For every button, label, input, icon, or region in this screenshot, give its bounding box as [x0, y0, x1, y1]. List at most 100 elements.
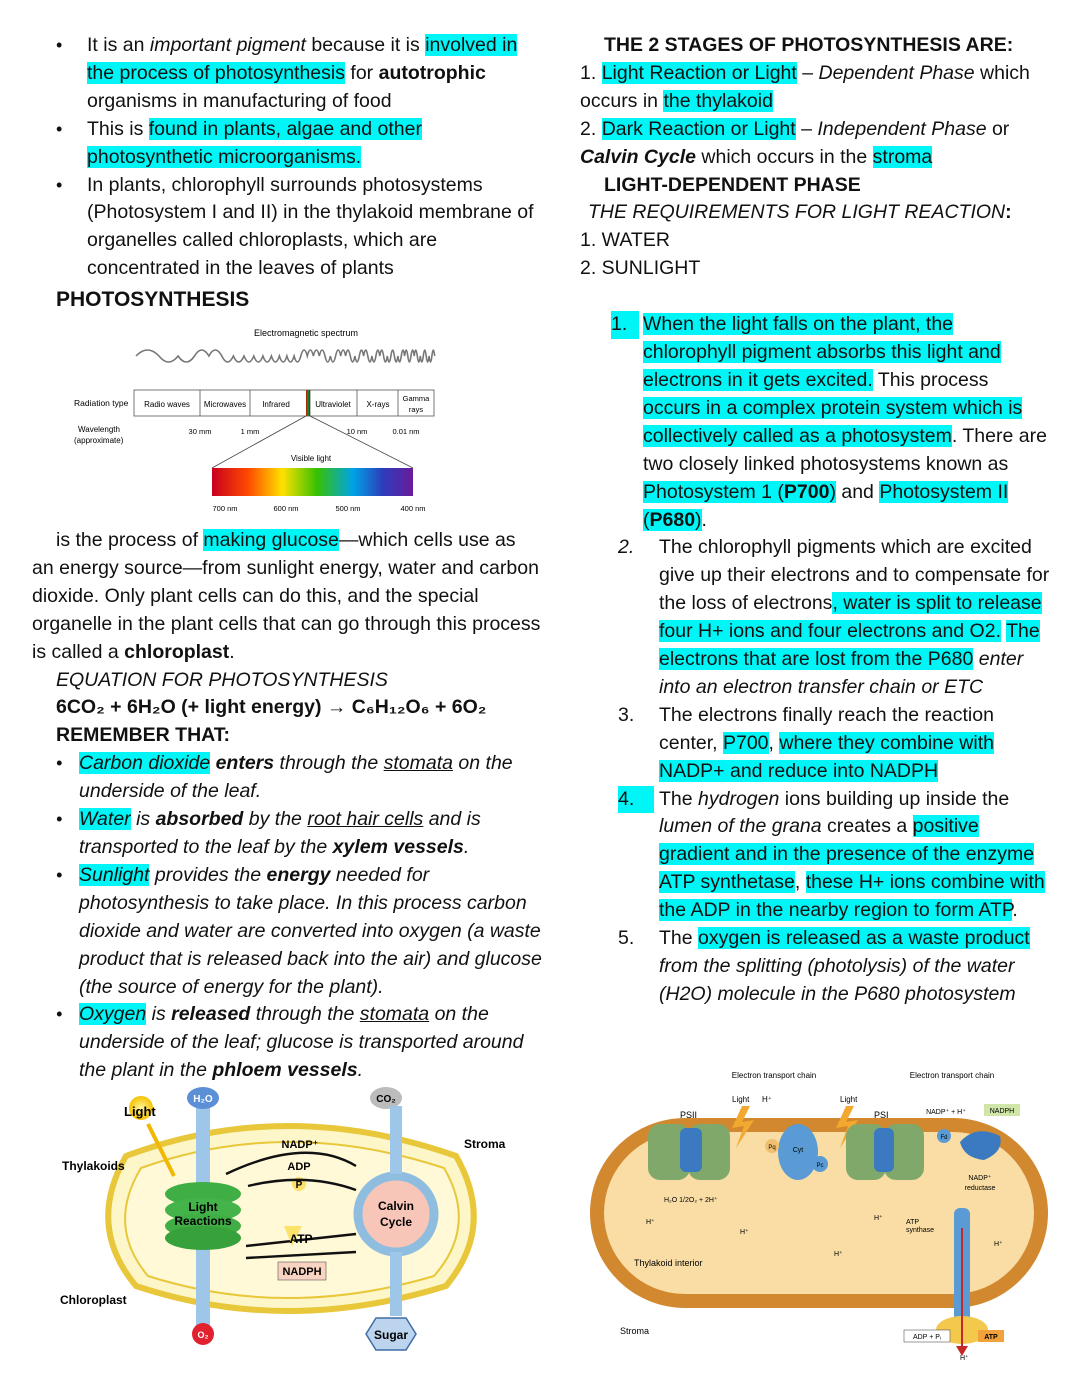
wavelength-label: Wavelength: [78, 425, 120, 434]
definition-paragraph: is the process of making glucose—which c…: [32, 529, 541, 663]
tick-700: 700 nm: [212, 504, 237, 513]
approx-label: (approximate): [74, 436, 124, 445]
remember-title: REMEMBER THAT:: [56, 724, 231, 747]
equation-title: EQUATION FOR PHOTOSYNTHESIS: [56, 668, 388, 691]
rays-label: rays: [409, 405, 423, 414]
thylakoid-membrane-diagram: Electron transport chain Electron transp…: [590, 1071, 1048, 1362]
svg-text:Pc: Pc: [816, 1163, 823, 1169]
photosynthesis-heading: PHOTOSYNTHESIS: [56, 288, 250, 312]
intro-bullet-2: This is found in plants, algae and other…: [32, 116, 542, 172]
svg-text:ATP: ATP: [906, 1219, 919, 1226]
svg-text:NADP⁺ + H⁺: NADP⁺ + H⁺: [926, 1108, 966, 1116]
svg-text:H⁺: H⁺: [960, 1354, 969, 1362]
svg-text:CO₂: CO₂: [376, 1094, 395, 1105]
svg-text:Stroma: Stroma: [620, 1326, 649, 1336]
psii-complex: [648, 1124, 730, 1180]
svg-text:Cyt: Cyt: [793, 1147, 804, 1154]
wl-30mm: 30 mm: [189, 427, 212, 436]
intro-bullet-1: It is an important pigment because it is…: [32, 32, 542, 116]
svg-text:Light: Light: [840, 1095, 858, 1104]
step-3: 3.The electrons finally reach the reacti…: [618, 703, 994, 782]
light-dependent-title: LIGHT-DEPENDENT PHASE: [604, 173, 861, 196]
sun-icon: [129, 1096, 153, 1120]
step-2: 2.The chlorophyll pigments which are exc…: [618, 536, 1050, 698]
svg-text:NADPH: NADPH: [282, 1266, 321, 1278]
requirements-title: THE REQUIREMENTS FOR LIGHT REACTION:: [588, 201, 1012, 224]
svg-text:H⁺: H⁺: [834, 1250, 843, 1258]
wl-10nm: 10 nm: [347, 427, 368, 436]
svg-text:Reactions: Reactions: [174, 1214, 232, 1228]
svg-text:Pq: Pq: [768, 1145, 775, 1151]
wl-001nm: 0.01 nm: [392, 427, 419, 436]
svg-text:ADP: ADP: [287, 1161, 310, 1173]
svg-text:P: P: [296, 1180, 303, 1191]
svg-text:NADP⁺: NADP⁺: [968, 1174, 991, 1182]
gamma-label: Gamma: [403, 394, 431, 403]
stage-2: 2. Dark Reaction or Light – Independent …: [580, 117, 1010, 168]
svg-text:Electron transport chain: Electron transport chain: [910, 1071, 995, 1080]
spectrum-title: Electromagnetic spectrum: [254, 328, 358, 338]
svg-text:H₂O 1/2O₂ + 2H⁺: H₂O 1/2O₂ + 2H⁺: [664, 1196, 718, 1204]
stages-title: THE 2 STAGES OF PHOTOSYNTHESIS ARE:: [604, 34, 1014, 56]
calvin-cycle-icon: [353, 1171, 439, 1257]
wl-1mm: 1 mm: [241, 427, 260, 436]
visible-spectrum-bar: [212, 468, 413, 496]
svg-text:H⁺: H⁺: [740, 1228, 749, 1236]
requirement-sunlight: 2. SUNLIGHT: [580, 257, 701, 280]
svg-text:H⁺: H⁺: [646, 1218, 655, 1226]
svg-text:PSI: PSI: [874, 1110, 889, 1120]
requirement-water: 1. WATER: [580, 229, 670, 252]
svg-text:Light: Light: [188, 1200, 217, 1214]
electromagnetic-spectrum-diagram: Electromagnetic spectrum Radiation type …: [74, 328, 436, 513]
svg-text:Light: Light: [124, 1104, 156, 1119]
right-column: THE 2 STAGES OF PHOTOSYNTHESIS ARE: 1. L…: [580, 32, 1050, 1009]
svg-text:Thylakoid interior: Thylakoid interior: [634, 1258, 703, 1268]
thylakoid-stack-icon: [165, 1182, 241, 1250]
svg-text:synthase: synthase: [906, 1227, 934, 1234]
tick-600: 600 nm: [273, 504, 298, 513]
microwaves-label: Microwaves: [204, 400, 246, 409]
step-1: 1.When the light falls on the plant, the…: [611, 311, 1047, 531]
svg-text:H⁺: H⁺: [994, 1240, 1003, 1248]
svg-text:ADP + Pᵢ: ADP + Pᵢ: [913, 1334, 941, 1341]
sugar-icon: [365, 1317, 417, 1351]
psi-complex: [846, 1124, 924, 1180]
radio-waves-label: Radio waves: [144, 400, 190, 409]
x-rays-label: X-rays: [366, 400, 389, 409]
definition-block: is the process of making glucose—which c…: [32, 527, 542, 1085]
svg-text:H⁺: H⁺: [874, 1214, 883, 1222]
co2-icon: [370, 1087, 402, 1109]
svg-text:H⁺: H⁺: [762, 1095, 772, 1104]
tick-400: 400 nm: [400, 504, 425, 513]
remember-item-co2: Carbon dioxide enters through the stomat…: [32, 750, 542, 806]
remember-item-sunlight: Sunlight provides the energy needed for …: [32, 862, 542, 1002]
infrared-label: Infrared: [262, 400, 290, 409]
ultraviolet-label: Ultraviolet: [315, 400, 351, 409]
tick-500: 500 nm: [335, 504, 360, 513]
svg-text:Cycle: Cycle: [380, 1215, 412, 1229]
svg-text:ATP: ATP: [984, 1334, 998, 1341]
equation: 6CO₂ + 6H₂O (+ light energy) → C₆H₁₂O₆ +…: [56, 696, 487, 719]
remember-list: Carbon dioxide enters through the stomat…: [32, 750, 542, 1085]
svg-text:Light: Light: [732, 1095, 750, 1104]
stage-1: 1. Light Reaction or Light – Dependent P…: [580, 61, 1030, 112]
remember-item-oxygen: Oxygen is released through the stomata o…: [32, 1001, 542, 1085]
remember-item-water: Water is absorbed by the root hair cells…: [32, 806, 542, 862]
chloroplast-diagram: Light H₂O CO₂ Stroma Thylakoids Light Re…: [60, 1087, 506, 1351]
svg-text:NADP⁺: NADP⁺: [282, 1139, 319, 1151]
svg-text:Calvin: Calvin: [378, 1199, 414, 1213]
o2-icon: [192, 1323, 214, 1345]
intro-bullet-list: It is an important pigment because it is…: [32, 32, 542, 283]
svg-text:O₂: O₂: [198, 1330, 209, 1340]
svg-text:Thylakoids: Thylakoids: [62, 1159, 125, 1173]
svg-text:Electron transport chain: Electron transport chain: [732, 1071, 817, 1080]
svg-text:Stroma: Stroma: [464, 1137, 506, 1151]
step-4: 4.The hydrogen ions building up inside t…: [618, 785, 1045, 922]
svg-text:reductase: reductase: [965, 1185, 996, 1192]
svg-text:PSII: PSII: [680, 1110, 697, 1120]
left-column: It is an important pigment because it is…: [32, 32, 542, 315]
radiation-type-label: Radiation type: [74, 398, 129, 408]
svg-text:Sugar: Sugar: [374, 1328, 408, 1342]
light-reaction-steps: 1.When the light falls on the plant, the…: [580, 311, 1050, 1009]
h2o-icon: [187, 1087, 219, 1109]
